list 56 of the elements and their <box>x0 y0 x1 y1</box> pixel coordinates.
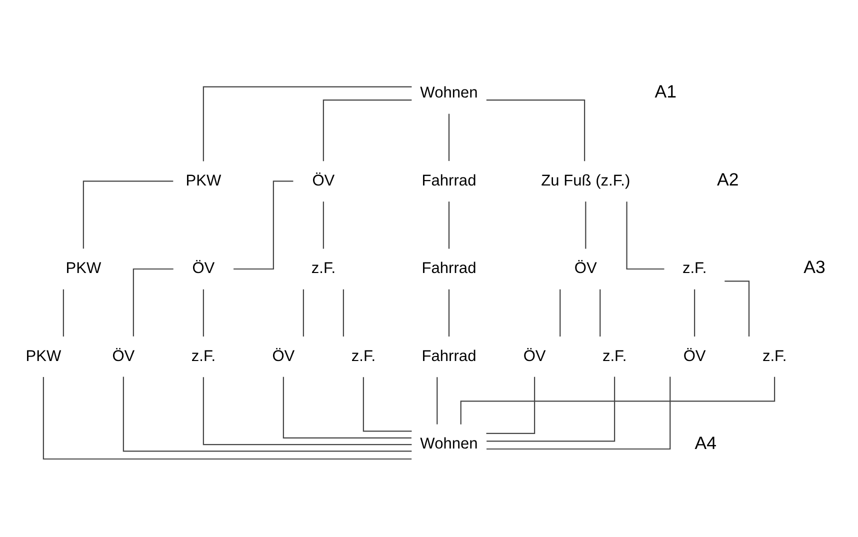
label: A3 <box>804 256 826 277</box>
connector <box>448 288 450 336</box>
connector <box>436 376 438 424</box>
node-text: z.F. <box>602 347 627 364</box>
connector <box>486 376 671 450</box>
node-text: PKW <box>26 347 62 364</box>
connector <box>694 288 696 336</box>
node-text: z.F. <box>762 347 787 364</box>
connector <box>202 376 412 445</box>
label: A1 <box>654 81 677 102</box>
connector <box>724 280 750 336</box>
connector <box>122 376 412 452</box>
connector <box>62 288 64 336</box>
node-text: z.F. <box>191 347 216 364</box>
label: A2 <box>717 168 739 189</box>
node-text: ÖV <box>523 347 546 364</box>
node-text: Wohnen <box>420 84 478 102</box>
node-text: z.F. <box>351 347 376 364</box>
connector <box>486 376 536 434</box>
connector <box>486 99 586 161</box>
connector <box>302 288 304 336</box>
connector <box>322 201 324 248</box>
connector <box>448 113 450 160</box>
node-text: z.F. <box>311 260 336 277</box>
connector <box>626 201 664 270</box>
connector <box>42 376 412 460</box>
label: A4 <box>694 432 717 452</box>
connector <box>362 376 412 432</box>
node-text: ÖV <box>312 172 335 189</box>
node-text: ÖV <box>683 347 706 364</box>
connector <box>82 180 174 248</box>
connector <box>560 288 561 336</box>
node-text: z.F. <box>682 260 707 277</box>
node-text: ÖV <box>112 347 135 364</box>
node-text: PKW <box>66 260 102 277</box>
connector <box>202 288 204 336</box>
node-text: PKW <box>186 172 222 189</box>
node-text: Fahrrad <box>422 347 476 364</box>
node-text: Wohnen <box>420 435 478 452</box>
node-text: ÖV <box>272 347 295 364</box>
connector <box>460 376 776 424</box>
connector <box>585 201 586 248</box>
connector <box>202 86 412 161</box>
connector <box>486 376 616 442</box>
node-text: ÖV <box>574 260 597 277</box>
connector <box>342 288 344 336</box>
connector <box>322 99 412 161</box>
node-text: Zu Fuß (z.F.) <box>541 172 630 189</box>
connector <box>600 288 601 336</box>
connector <box>282 376 412 438</box>
connector <box>132 268 174 336</box>
connector <box>448 201 450 248</box>
node-text: Fahrrad <box>422 260 476 277</box>
node-text: ÖV <box>192 260 215 277</box>
node-text: Fahrrad <box>422 172 476 189</box>
connector <box>234 180 294 270</box>
